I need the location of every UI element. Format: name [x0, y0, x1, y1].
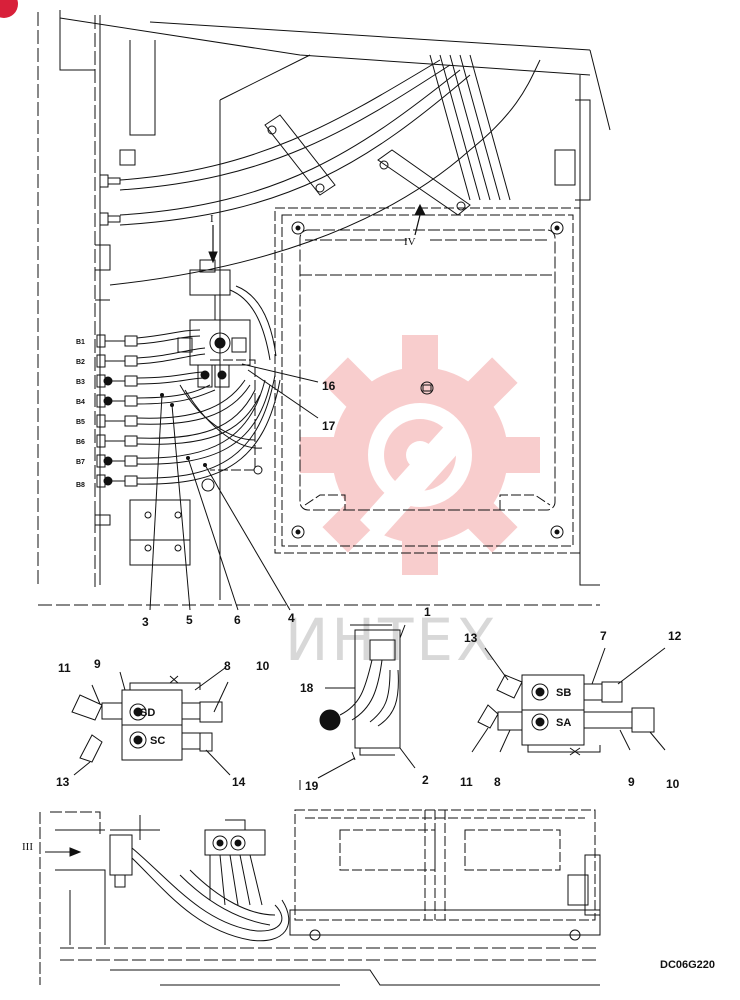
view-marker-i: I: [210, 213, 214, 225]
main-view: [37, 10, 611, 611]
detail-view-sb-sa: [471, 647, 666, 756]
callout-12: 12: [668, 629, 682, 643]
port-label-b7: B7: [76, 459, 85, 466]
callout-10-left: 10: [256, 659, 270, 673]
callout-14: 14: [232, 775, 246, 789]
callout-18: 18: [300, 681, 314, 695]
port-label-b2: B2: [76, 359, 85, 366]
callout-8-left: 8: [224, 659, 231, 673]
corner-badge-icon: [0, 0, 18, 18]
callout-6: 6: [234, 613, 241, 627]
callout-9-right: 9: [628, 775, 635, 789]
callout-5: 5: [186, 613, 193, 627]
gear-wrench-logo-icon: [300, 335, 540, 575]
side-view-bottom: [39, 809, 601, 986]
drawing-code: DC06G220: [660, 959, 715, 971]
callout-11-left: 11: [58, 661, 71, 675]
callout-9-left: 9: [94, 657, 101, 671]
callout-13-left: 13: [56, 775, 70, 789]
callout-13-right: 13: [464, 631, 478, 645]
detail-view-bracket: [299, 624, 416, 790]
valve-port-sd: SD: [140, 707, 155, 719]
callout-11-right: 11: [460, 775, 473, 789]
port-label-b3: B3: [76, 379, 85, 386]
callout-1: 1: [424, 605, 431, 619]
callout-7: 7: [600, 629, 607, 643]
port-label-b4: B4: [76, 399, 85, 406]
detail-view-sd-sc: [71, 667, 231, 776]
view-marker-iv: IV: [404, 236, 416, 248]
callout-17: 17: [322, 419, 336, 433]
port-label-b5: B5: [76, 419, 85, 426]
callout-8-right: 8: [494, 775, 501, 789]
callout-2: 2: [422, 773, 429, 787]
callout-19: 19: [305, 779, 319, 793]
valve-port-sc: SC: [150, 735, 165, 747]
valve-port-sa: SA: [556, 717, 571, 729]
port-label-b8: B8: [76, 482, 85, 489]
callout-4: 4: [288, 611, 295, 625]
valve-port-sb: SB: [556, 687, 571, 699]
port-label-b6: B6: [76, 439, 85, 446]
port-label-b1: B1: [76, 339, 85, 346]
view-marker-iii: III: [22, 841, 33, 853]
callout-3: 3: [142, 615, 149, 629]
callout-16: 16: [322, 379, 336, 393]
callout-10-right: 10: [666, 777, 680, 791]
